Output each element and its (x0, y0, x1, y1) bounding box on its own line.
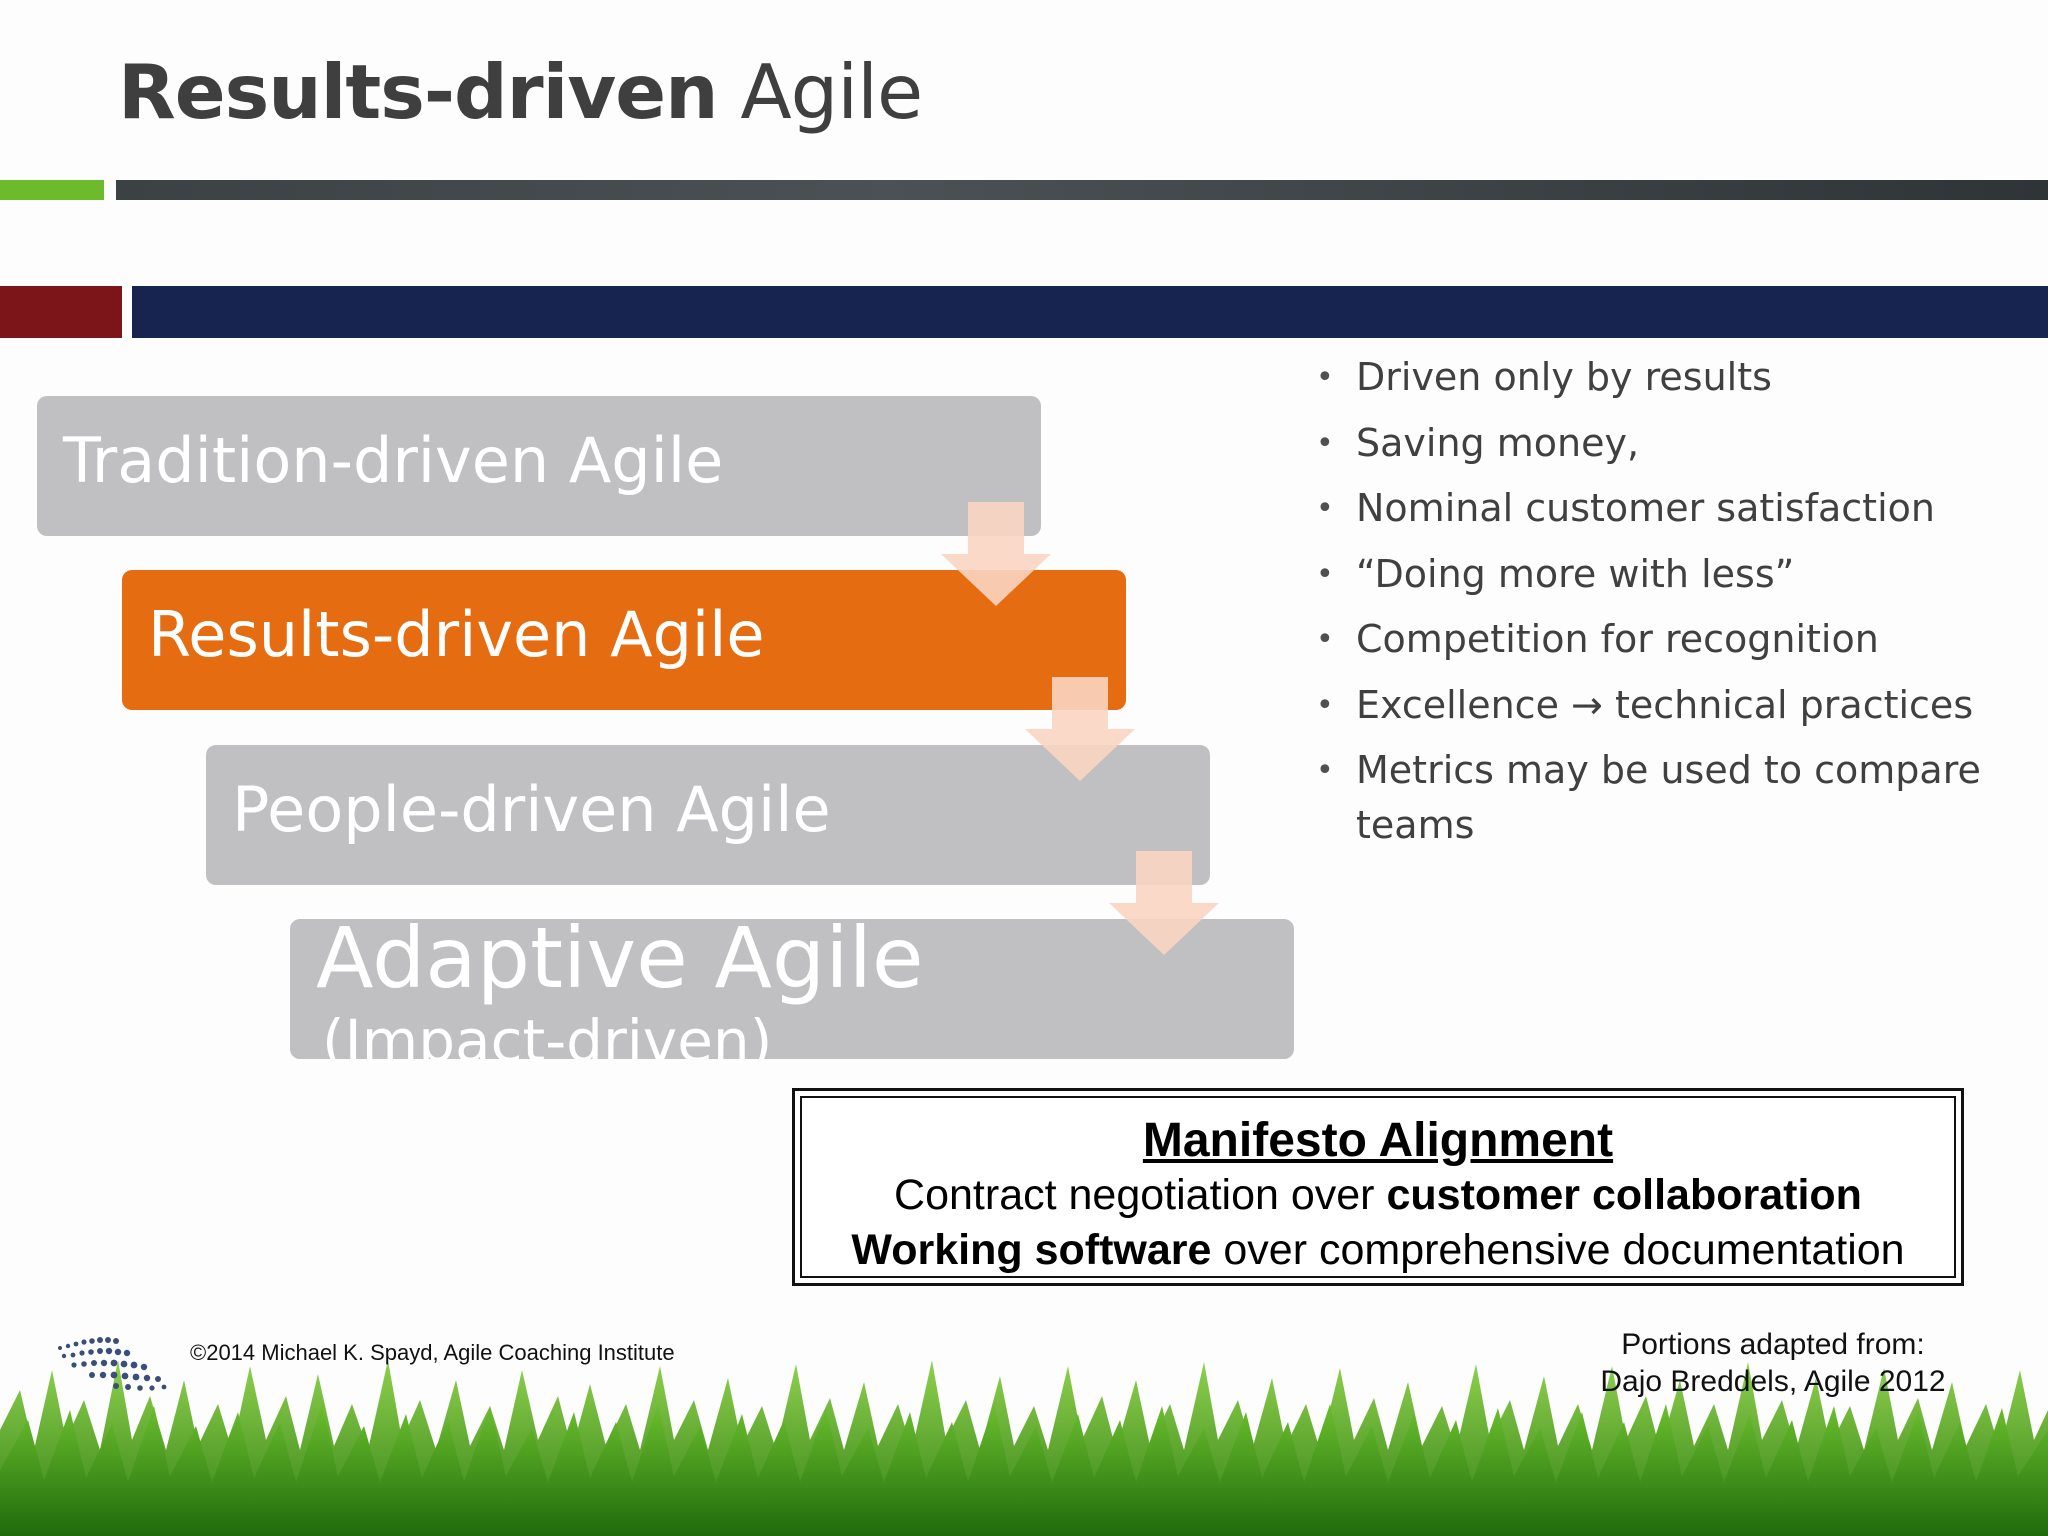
bullet-icon: • (1316, 425, 1334, 461)
list-item: •Metrics may be used to compare teams (1316, 743, 2016, 853)
manifesto-title: Manifesto Alignment (1142, 1114, 1614, 1167)
green-accent-bar (0, 180, 104, 200)
attribution-line-1: Portions adapted from: (1621, 1328, 1925, 1361)
manifesto-alignment-box: Manifesto Alignment Contract negotiation… (792, 1088, 1964, 1286)
step-label: Adaptive Agile (316, 919, 924, 1007)
step-sublabel: (Impact-driven) (322, 1007, 773, 1059)
source-attribution: Portions adapted from: Dajo Breddels, Ag… (1580, 1326, 1966, 1400)
list-item: •Competition for recognition (1316, 612, 2016, 667)
bullet-icon: • (1316, 556, 1334, 592)
navy-rule-bar (132, 286, 2048, 338)
list-item: •Excellence → technical practices (1316, 678, 2016, 733)
bullet-icon: • (1316, 360, 1334, 395)
red-accent-bar (0, 286, 122, 338)
step-label: Results-driven Agile (148, 598, 765, 671)
slide-title: Results-driven Agile (118, 48, 923, 136)
step-results-driven: Results-driven Agile (122, 570, 1126, 710)
list-item: •“Doing more with less” (1316, 547, 2016, 602)
bullet-icon: • (1316, 753, 1334, 788)
list-item: •Nominal customer satisfaction (1316, 481, 2016, 536)
step-label: People-driven Agile (232, 773, 831, 846)
bullet-icon: • (1316, 622, 1334, 657)
bullet-icon: • (1316, 687, 1334, 723)
bullet-icon: • (1316, 491, 1334, 526)
down-arrow-icon (1109, 851, 1219, 955)
grass-decoration (0, 1360, 2048, 1536)
dark-rule-bar (116, 180, 2048, 200)
results-driven-bullet-list: •Driven only by results •Saving money, •… (1316, 350, 2016, 864)
agile-coaching-institute-logo-icon (58, 1337, 167, 1391)
manifesto-line-2: Working software over comprehensive docu… (851, 1226, 1905, 1274)
attribution-line-2: Dajo Breddels, Agile 2012 (1600, 1365, 1946, 1398)
down-arrow-icon (941, 502, 1051, 606)
slide-title-bold: Results-driven (118, 48, 719, 136)
manifesto-line-1: Contract negotiation over customer colla… (894, 1171, 1862, 1219)
list-item: •Saving money, (1316, 416, 2016, 471)
step-people-driven: People-driven Agile (206, 745, 1210, 885)
list-item: •Driven only by results (1316, 350, 2016, 405)
step-tradition-driven: Tradition-driven Agile (37, 396, 1041, 536)
slide-title-regular: Agile (740, 48, 923, 136)
down-arrow-icon (1025, 677, 1135, 781)
manifesto-inner-frame: Manifesto Alignment Contract negotiation… (800, 1096, 1956, 1278)
copyright-notice: ©2014 Michael K. Spayd, Agile Coaching I… (190, 1340, 675, 1365)
step-label: Tradition-driven Agile (63, 424, 724, 497)
step-adaptive: Adaptive Agile (Impact-driven) (290, 919, 1294, 1059)
